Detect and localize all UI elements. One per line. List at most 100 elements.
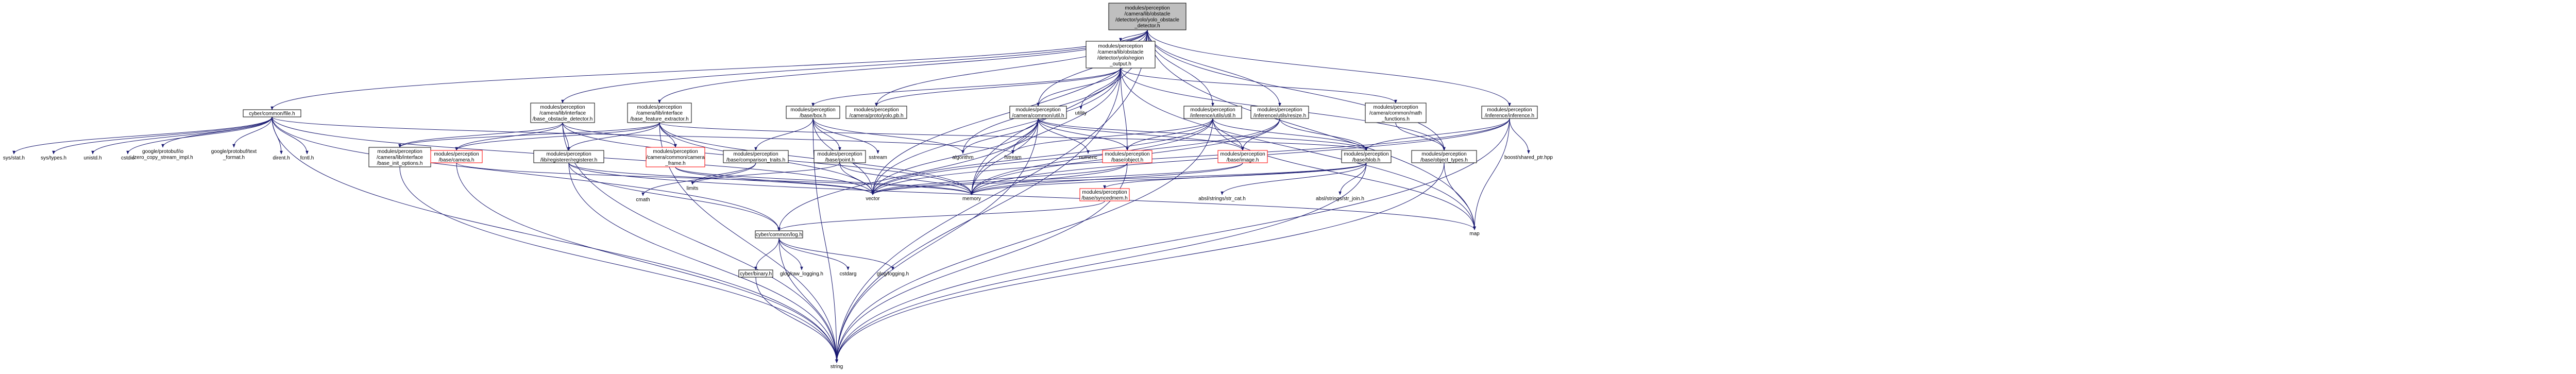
edge-registerer-to-map: [568, 162, 1476, 230]
node-label-initopt-line-1: /camera/lib/interface: [377, 155, 423, 161]
node-label-memory-line-0: memory: [962, 196, 981, 202]
node-label-vector-line-0: vector: [866, 196, 880, 202]
edge-cyberfile-to-cyberlog: [272, 116, 781, 231]
node-label-comptraits-line-0: modules/perception: [733, 151, 778, 157]
node-basecamera[interactable]: modules/perception/base/camera.h: [430, 150, 483, 163]
node-label-basecamera-line-1: /base/camera.h: [439, 157, 474, 163]
edge-basepoint-to-memory: [839, 162, 973, 195]
node-label-cyberlog-line-0: cyber/common/log.h: [756, 232, 802, 238]
edge-root-to-resize: [1147, 29, 1281, 107]
node-baseobject[interactable]: modules/perception/base/object.h: [1102, 150, 1153, 163]
node-sstream: sstream: [869, 155, 887, 161]
node-label-strcat-line-0: absl/strings/str_cat.h: [1198, 196, 1246, 202]
node-sharedptr: boost/shared_ptr.hpp: [1504, 155, 1553, 161]
node-label-registerer-line-1: /lib/registerer/registerer.h: [540, 157, 598, 163]
node-baseobsdet[interactable]: modules/perception/camera/lib/interface/…: [530, 103, 595, 123]
node-label-regionout-line-1: /camera/lib/obstacle: [1098, 49, 1144, 55]
edge-regionout-to-vector: [871, 67, 1121, 195]
node-basefeat[interactable]: modules/perception/camera/lib/interface/…: [627, 103, 692, 123]
edge-registerer-to-string: [568, 162, 838, 363]
node-label-regionout-line-2: /detector/yolo/region: [1097, 55, 1144, 61]
node-box-inference: [1481, 106, 1538, 119]
edge-root-to-string: [835, 29, 1148, 363]
node-label-cyberfile-line-0: cyber/common/file.h: [249, 111, 295, 117]
node-label-zerocopy-line-0: google/protobuf/io: [142, 149, 184, 155]
edge-resize-to-vector: [871, 118, 1280, 195]
node-label-gloglog-line-0: glog/logging.h: [877, 271, 909, 277]
node-strcat: absl/strings/str_cat.h: [1198, 196, 1246, 202]
edge-cyberlog-to-cstdarg: [778, 237, 850, 270]
edge-camutil-to-numeric: [1038, 118, 1090, 154]
node-vector: vector: [866, 196, 880, 202]
node-inference[interactable]: modules/perception/inference/inference.h: [1481, 106, 1538, 119]
node-binaryH[interactable]: cyber/binary.h: [738, 269, 773, 278]
node-syncedmem[interactable]: modules/perception/base/syncedmem.h: [1079, 188, 1130, 201]
node-label-yolopb-line-1: /camera/proto/yolo.pb.h: [849, 113, 903, 118]
node-cyberlog[interactable]: cyber/common/log.h: [755, 230, 803, 239]
node-basebox[interactable]: modules/perception/base/box.h: [786, 106, 840, 119]
edge-basefeat-to-camframe: [659, 122, 677, 148]
node-mathfun[interactable]: modules/perception/camera/common/math_fu…: [1365, 103, 1427, 123]
edge-baseblob-to-vector: [871, 162, 1367, 195]
node-label-baseobsdet-line-2: /base_obstacle_detector.h: [533, 116, 593, 122]
node-camutil[interactable]: modules/perception/camera/common/util.h: [1009, 106, 1067, 119]
node-label-root-line-0: modules/perception: [1125, 5, 1170, 11]
edge-basecamera-to-string: [456, 162, 838, 363]
edge-root-to-basefeat: [658, 29, 1148, 104]
edge-baseimage-to-memory: [970, 162, 1243, 195]
edge-camutil-to-baseblob: [1038, 118, 1368, 151]
node-root[interactable]: modules/perception/camera/lib/obstacle/d…: [1108, 3, 1187, 30]
node-baseimage[interactable]: modules/perception/base/image.h: [1217, 150, 1268, 163]
node-label-syncedmem-line-0: modules/perception: [1082, 190, 1127, 195]
node-camframe[interactable]: modules/perception/camera/common/camera_…: [646, 147, 705, 167]
node-label-baseimage-line-0: modules/perception: [1220, 151, 1265, 157]
edge-cyberfile-to-fcntlH: [272, 116, 309, 155]
edge-baseblob-to-memory: [970, 162, 1367, 195]
node-label-statH-line-0: sys/stat.h: [3, 156, 25, 161]
node-label-cstdarg-line-0: cstdarg: [840, 271, 857, 277]
node-resize[interactable]: modules/perception/inference/utils/resiz…: [1250, 106, 1309, 119]
node-label-registerer-line-0: modules/perception: [546, 151, 591, 157]
node-algorithm: algorithm: [952, 155, 973, 161]
node-box-mathfun: [1365, 103, 1427, 123]
edge-infutil-to-baseimage: [1212, 118, 1244, 151]
node-box-regionout: [1086, 41, 1156, 69]
node-cmath: cmath: [636, 197, 650, 203]
node-label-baseblob-line-1: /base/blob.h: [1352, 157, 1381, 163]
node-label-root-line-3: _detector.h: [1134, 23, 1160, 29]
node-limits: limits: [687, 186, 699, 192]
edge-basebox-to-basepoint: [812, 118, 841, 151]
edge-baseblob-to-strjoin: [1338, 162, 1367, 195]
node-registerer[interactable]: modules/perception/lib/registerer/regist…: [533, 150, 604, 163]
node-label-inference-line-0: modules/perception: [1487, 107, 1532, 113]
edge-inference-to-map: [1473, 118, 1510, 230]
edge-resize-to-baseimage: [1241, 118, 1280, 151]
node-initopt[interactable]: modules/perception/camera/lib/interface/…: [368, 147, 431, 167]
node-label-fcntlH-line-0: fcntl.h: [300, 156, 314, 161]
edge-regionout-to-utility: [1079, 67, 1121, 110]
node-label-mathfun-line-1: /camera/common/math: [1369, 111, 1422, 116]
node-box-syncedmem: [1079, 188, 1130, 201]
node-regionout[interactable]: modules/perception/camera/lib/obstacle/d…: [1086, 41, 1156, 69]
edge-baseobject-to-vector: [871, 162, 1128, 195]
node-basepoint[interactable]: modules/perception/base/point.h: [814, 150, 866, 163]
node-label-rawlog-line-0: glog/raw_logging.h: [780, 271, 823, 277]
edge-baseblob-to-string: [835, 162, 1367, 363]
node-label-infutil-line-1: /inference/utils/util.h: [1190, 113, 1235, 118]
node-infutil[interactable]: modules/perception/inference/utils/util.…: [1183, 106, 1242, 119]
node-label-baseobsdet-line-0: modules/perception: [540, 105, 585, 110]
node-label-textformat-line-0: google/protobuf/text: [211, 149, 257, 155]
node-comptraits[interactable]: modules/perception/base/comparison_trait…: [723, 150, 789, 163]
node-label-basefeat-line-2: /base_feature_extractor.h: [630, 116, 688, 122]
node-fstream: fstream: [1004, 155, 1021, 161]
node-label-direntH-line-0: dirent.h: [273, 156, 290, 161]
edge-regionout-to-memory: [970, 67, 1121, 195]
node-yolopb[interactable]: modules/perception/camera/proto/yolo.pb.…: [845, 106, 907, 119]
edges-layer: [12, 29, 1530, 363]
node-cyberfile[interactable]: cyber/common/file.h: [243, 109, 301, 117]
node-baseblob[interactable]: modules/perception/base/blob.h: [1341, 150, 1392, 163]
node-label-camframe-line-2: _frame.h: [665, 161, 685, 166]
node-objtypes[interactable]: modules/perception/base/object_types.h: [1411, 150, 1477, 163]
node-box-baseobject: [1102, 150, 1153, 163]
edge-objtypes-to-string: [835, 162, 1445, 363]
